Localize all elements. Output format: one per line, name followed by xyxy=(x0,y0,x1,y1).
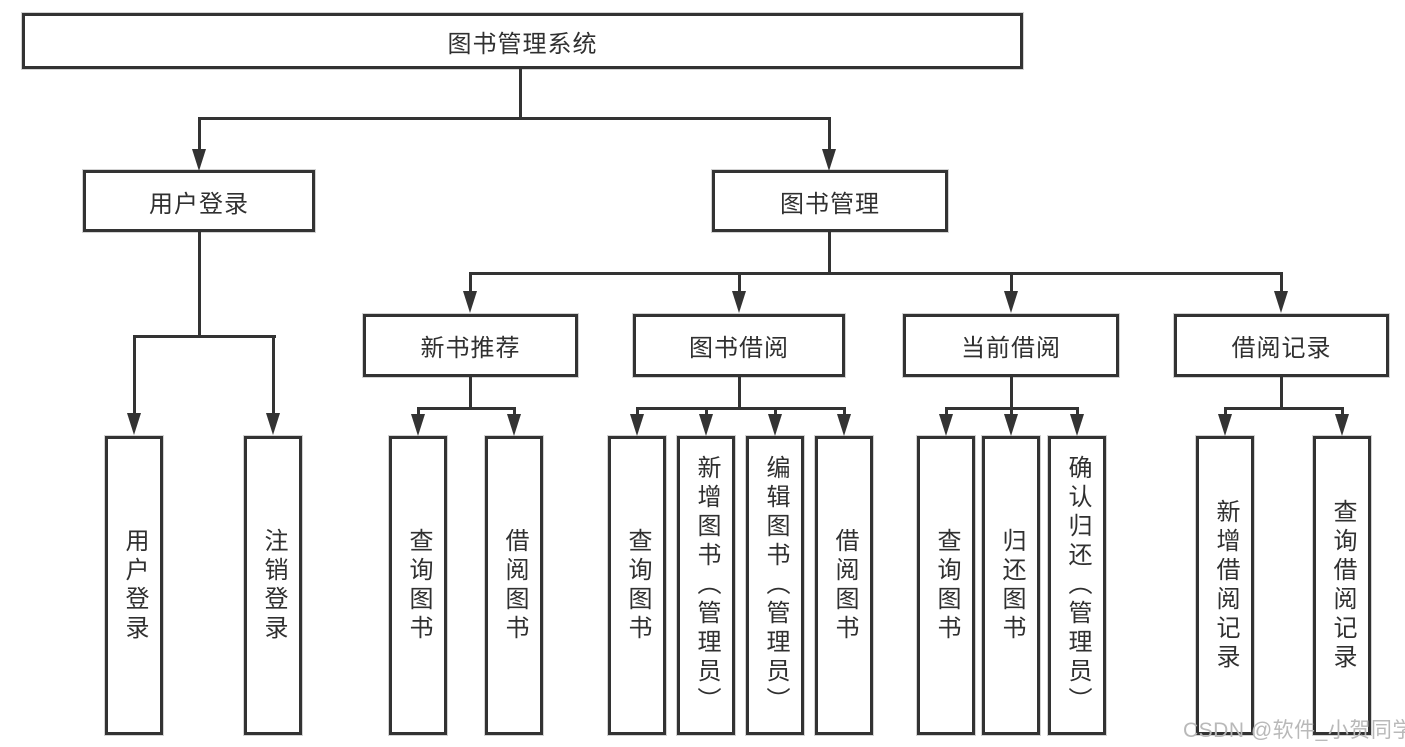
connector-line xyxy=(1010,407,1013,417)
connector-line xyxy=(1280,377,1283,410)
connector-line xyxy=(828,232,831,275)
arrow-down-icon xyxy=(1004,291,1018,313)
connector-line xyxy=(945,407,948,417)
arrow-down-icon xyxy=(463,291,477,313)
leaf-label: 用户登录 xyxy=(121,527,148,644)
arrow-down-icon xyxy=(837,414,851,436)
connector-line xyxy=(738,377,741,410)
connector-line xyxy=(133,335,276,338)
node-label: 借阅记录 xyxy=(1231,335,1332,362)
csdn-watermark: CSDN @软件_小贺同学 xyxy=(1183,719,1405,742)
connector-line xyxy=(469,272,1283,275)
arrow-down-icon xyxy=(822,149,836,171)
arrow-down-icon xyxy=(507,414,521,436)
leaf-borrow-books: 借阅图书 xyxy=(815,436,873,735)
connector-line xyxy=(843,407,846,417)
connector-line xyxy=(738,272,741,293)
node-current-borrow: 当前借阅 xyxy=(903,314,1119,377)
connector-line xyxy=(469,377,472,410)
leaf-logout: 注销登录 xyxy=(244,436,302,735)
connector-line xyxy=(705,407,708,417)
connector-line xyxy=(519,69,522,120)
leaf-borrow-books-recommend: 借阅图书 xyxy=(485,436,543,735)
arrow-down-icon xyxy=(630,414,644,436)
connector-line xyxy=(774,407,777,417)
arrow-down-icon xyxy=(1070,414,1084,436)
leaf-label: 借阅图书 xyxy=(501,527,528,644)
node-book-management: 图书管理 xyxy=(712,170,948,232)
connector-line xyxy=(133,335,136,415)
leaf-label: 编辑图书（管理员） xyxy=(762,455,789,716)
connector-line xyxy=(828,117,831,151)
node-label: 图书借阅 xyxy=(689,335,789,362)
connector-line xyxy=(513,407,516,417)
connector-line xyxy=(636,407,639,417)
node-label: 图书管理系统 xyxy=(447,30,598,58)
connector-line xyxy=(636,407,845,410)
connector-line xyxy=(1010,377,1013,410)
arrow-down-icon xyxy=(1218,414,1232,436)
connector-line xyxy=(417,407,516,410)
leaf-label: 查询借阅记录 xyxy=(1329,498,1356,673)
arrow-down-icon xyxy=(768,414,782,436)
leaf-add-borrow-record: 新增借阅记录 xyxy=(1196,436,1254,735)
leaf-label: 查询图书 xyxy=(624,527,651,644)
connector-line xyxy=(1224,407,1227,417)
leaf-query-books-borrow: 查询图书 xyxy=(608,436,666,735)
leaf-label: 借阅图书 xyxy=(831,527,858,644)
leaf-query-books-recommend: 查询图书 xyxy=(389,436,447,735)
node-label: 当前借阅 xyxy=(961,335,1061,362)
connector-line xyxy=(198,232,201,338)
leaf-label: 查询图书 xyxy=(933,527,960,644)
leaf-return-book: 归还图书 xyxy=(982,436,1040,735)
node-label: 图书管理 xyxy=(780,190,880,218)
connector-line xyxy=(1280,272,1283,293)
arrow-down-icon xyxy=(192,149,206,171)
arrow-down-icon xyxy=(266,413,280,435)
connector-line xyxy=(469,272,472,293)
arrow-down-icon xyxy=(1274,291,1288,313)
leaf-add-book-admin: 新增图书（管理员） xyxy=(677,436,735,735)
arrow-down-icon xyxy=(127,413,141,435)
node-label: 新书推荐 xyxy=(420,335,521,362)
leaf-label: 归还图书 xyxy=(998,527,1025,644)
arrow-down-icon xyxy=(411,414,425,436)
leaf-label: 新增图书（管理员） xyxy=(693,455,720,716)
leaf-query-borrow-record: 查询借阅记录 xyxy=(1313,436,1371,735)
connector-line xyxy=(1341,407,1344,417)
connector-line xyxy=(198,117,831,120)
leaf-label: 确认归还（管理员） xyxy=(1064,455,1091,716)
connector-line xyxy=(1224,407,1344,410)
connector-line xyxy=(198,117,201,151)
leaf-query-books-current: 查询图书 xyxy=(917,436,975,735)
node-label: 用户登录 xyxy=(149,190,249,218)
node-user-login-branch: 用户登录 xyxy=(83,170,315,232)
leaf-edit-book-admin: 编辑图书（管理员） xyxy=(746,436,804,735)
leaf-user-login: 用户登录 xyxy=(105,436,163,735)
arrow-down-icon xyxy=(1335,414,1349,436)
leaf-label: 查询图书 xyxy=(405,527,432,644)
connector-line xyxy=(417,407,420,417)
connector-line xyxy=(1076,407,1079,417)
leaf-confirm-return-admin: 确认归还（管理员） xyxy=(1048,436,1106,735)
node-new-book-recommend: 新书推荐 xyxy=(363,314,578,377)
arrow-down-icon xyxy=(699,414,713,436)
node-borrow-records: 借阅记录 xyxy=(1174,314,1389,377)
node-library-system: 图书管理系统 xyxy=(22,13,1023,69)
node-book-borrow: 图书借阅 xyxy=(633,314,845,377)
arrow-down-icon xyxy=(939,414,953,436)
leaf-label: 注销登录 xyxy=(260,527,287,644)
connector-line xyxy=(272,335,275,415)
leaf-label: 新增借阅记录 xyxy=(1212,498,1239,673)
arrow-down-icon xyxy=(732,291,746,313)
arrow-down-icon xyxy=(1004,414,1018,436)
connector-line xyxy=(1010,272,1013,293)
